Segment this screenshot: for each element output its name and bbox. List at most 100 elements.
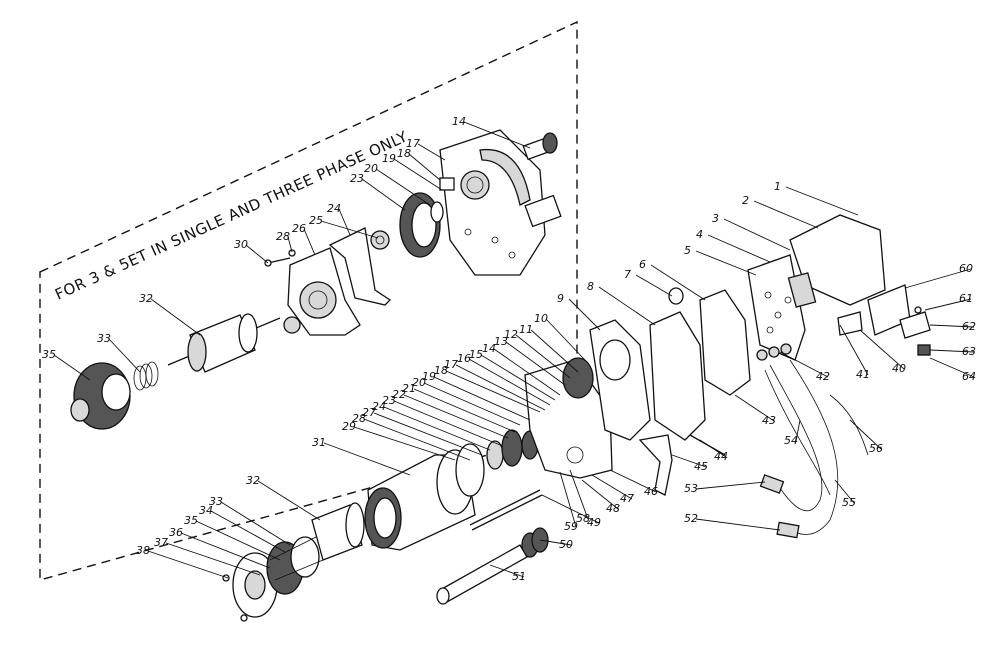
callout-23a: 23 <box>350 172 364 185</box>
leader-line-20a <box>375 168 431 206</box>
upper-assembly <box>70 129 562 430</box>
brake-bearing <box>70 398 90 422</box>
power-cable <box>789 359 839 535</box>
callout-22: 22 <box>392 388 406 401</box>
callout-19b: 19 <box>422 370 436 383</box>
leader-line-62 <box>929 324 975 328</box>
leader-line-27 <box>373 412 483 456</box>
optional-parts-boundary <box>39 20 578 581</box>
leader-line-19b <box>433 376 531 421</box>
leader-line-14a <box>463 121 531 149</box>
leader-line-9 <box>568 298 601 331</box>
callout-33a: 33 <box>97 332 111 345</box>
callout-35b: 35 <box>184 514 198 527</box>
mounting-clip <box>837 311 863 336</box>
motor-housing <box>364 449 476 551</box>
leader-line-54 <box>795 419 801 442</box>
leader-line-3 <box>723 218 791 251</box>
leader-line-28b <box>363 418 471 461</box>
switch-plate <box>899 311 931 339</box>
leader-line-19a <box>393 158 443 191</box>
callout-42: 42 <box>816 370 830 383</box>
callout-32a: 32 <box>139 292 153 305</box>
cover-gasket <box>699 289 751 396</box>
drive-shaft <box>469 489 541 526</box>
gasket <box>328 227 392 306</box>
callout-48: 48 <box>606 502 620 515</box>
leader-line-31 <box>323 442 411 476</box>
callout-56: 56 <box>869 442 883 455</box>
callout-5: 5 <box>684 244 691 257</box>
callout-11: 11 <box>519 323 533 336</box>
callout-20b: 20 <box>412 376 426 389</box>
leader-line-24b <box>383 406 491 451</box>
leader-line-10 <box>545 318 586 361</box>
leader-line-18b <box>445 370 541 413</box>
callout-40: 40 <box>892 362 906 375</box>
callout-36: 36 <box>169 526 183 539</box>
callout-13: 13 <box>494 335 508 348</box>
leader-line-7 <box>635 274 673 297</box>
plug-52 <box>776 521 800 539</box>
callout-62: 62 <box>962 320 976 333</box>
leader-line-34 <box>210 510 286 553</box>
leader-line-15 <box>480 354 556 401</box>
callout-49: 49 <box>587 516 601 529</box>
leader-line-59 <box>559 471 577 528</box>
callout-45: 45 <box>694 460 708 473</box>
leader-line-17b <box>455 364 546 411</box>
callout-30: 30 <box>234 238 248 251</box>
leader-line-12 <box>515 334 571 379</box>
return-spring <box>521 527 549 558</box>
leader-line-61 <box>924 298 972 311</box>
callout-17a: 17 <box>406 137 420 150</box>
leader-line-53 <box>695 481 766 490</box>
callout-24a: 24 <box>327 202 341 215</box>
leader-line-38 <box>147 550 229 579</box>
callout-28b: 28 <box>352 412 366 425</box>
leader-line-26 <box>303 228 316 256</box>
callout-58: 58 <box>576 512 590 525</box>
callout-2: 2 <box>742 194 749 207</box>
chain-cover <box>649 311 706 441</box>
switch-screw <box>914 306 922 314</box>
callout-10: 10 <box>534 312 548 325</box>
leader-line-17a <box>417 143 446 161</box>
callout-23b: 23 <box>382 394 396 407</box>
leader-line-50 <box>539 539 572 546</box>
leader-line-18a <box>408 153 441 181</box>
callout-47: 47 <box>620 492 634 505</box>
tube <box>436 544 528 605</box>
switch <box>917 344 931 356</box>
leader-line-16 <box>468 358 551 406</box>
bolt <box>267 257 291 264</box>
leader-line-44 <box>699 439 727 458</box>
callout-labels: 1234567891011121314141516171718181919202… <box>42 115 976 583</box>
callout-18b: 18 <box>434 364 448 377</box>
leader-line-41 <box>839 324 869 376</box>
leader-line-11 <box>530 329 579 373</box>
callout-19a: 19 <box>382 152 396 165</box>
callout-14a: 14 <box>452 115 466 128</box>
leader-line-51 <box>489 564 525 578</box>
plate-bore <box>460 170 490 200</box>
leader-line-32b <box>257 480 321 521</box>
leader-line-43 <box>734 394 775 422</box>
callout-6: 6 <box>639 258 646 271</box>
callout-60: 60 <box>959 262 973 275</box>
callout-17b: 17 <box>444 358 458 371</box>
motor-terminal-block <box>524 194 562 228</box>
leader-line-1 <box>785 186 859 216</box>
leader-line-48 <box>581 479 619 510</box>
leader-line-32a <box>150 298 201 336</box>
callout-44: 44 <box>714 450 728 463</box>
callout-7: 7 <box>624 268 631 281</box>
callout-12: 12 <box>504 328 518 341</box>
leader-line-42 <box>779 351 829 378</box>
leader-line-14b <box>493 348 561 396</box>
callout-35a: 35 <box>42 348 56 361</box>
leader-line-4 <box>707 234 771 263</box>
leader-line-33b <box>220 501 291 546</box>
callout-43: 43 <box>762 414 776 427</box>
leader-line-20b <box>423 382 521 426</box>
